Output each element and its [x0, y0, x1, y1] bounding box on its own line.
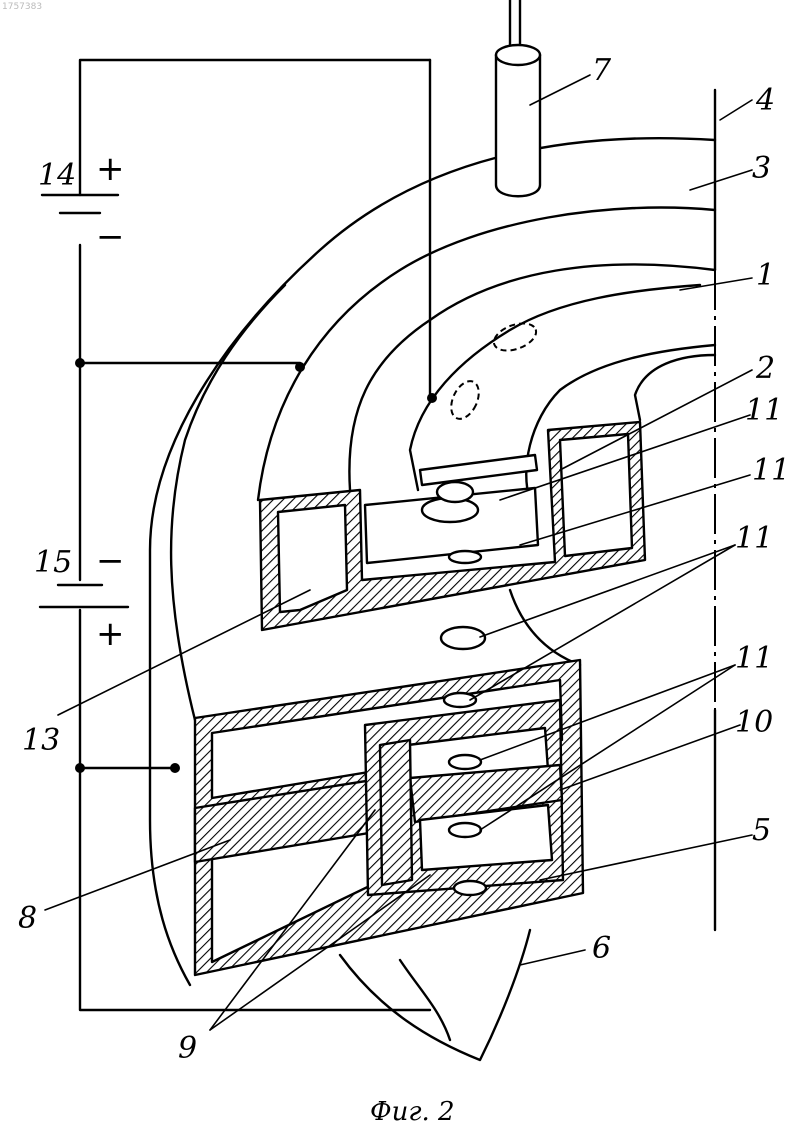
plate-6: [340, 930, 530, 1060]
callout-8: 8: [18, 901, 37, 936]
callout-14: 14: [38, 158, 76, 193]
callout-10: 10: [735, 705, 773, 740]
callout-1: 1: [756, 258, 775, 293]
battery-14-plus: +: [96, 149, 125, 189]
corner-id-text: 1757383: [2, 2, 42, 12]
callout-11-d: 11: [735, 641, 773, 676]
lower-block: [195, 590, 583, 975]
callout-11-b: 11: [752, 453, 790, 488]
callout-2: 2: [755, 351, 775, 386]
battery-14-minus: −: [96, 217, 125, 257]
callout-15: 15: [34, 545, 72, 580]
callout-6: 6: [592, 931, 611, 966]
callout-4: 4: [755, 83, 775, 118]
callout-7: 7: [592, 53, 612, 88]
battery-14: + − 14: [38, 149, 125, 257]
callout-5: 5: [752, 813, 771, 848]
figure-caption: Фиг. 2: [370, 1097, 455, 1127]
callout-11-c: 11: [735, 521, 773, 556]
callout-11-a: 11: [745, 393, 783, 428]
battery-15-minus: −: [96, 541, 125, 581]
callout-3: 3: [752, 151, 771, 186]
callout-9: 9: [178, 1031, 197, 1066]
battery-15-plus: +: [96, 614, 125, 654]
nozzle-7: [496, 0, 540, 196]
callout-13: 13: [22, 723, 60, 758]
